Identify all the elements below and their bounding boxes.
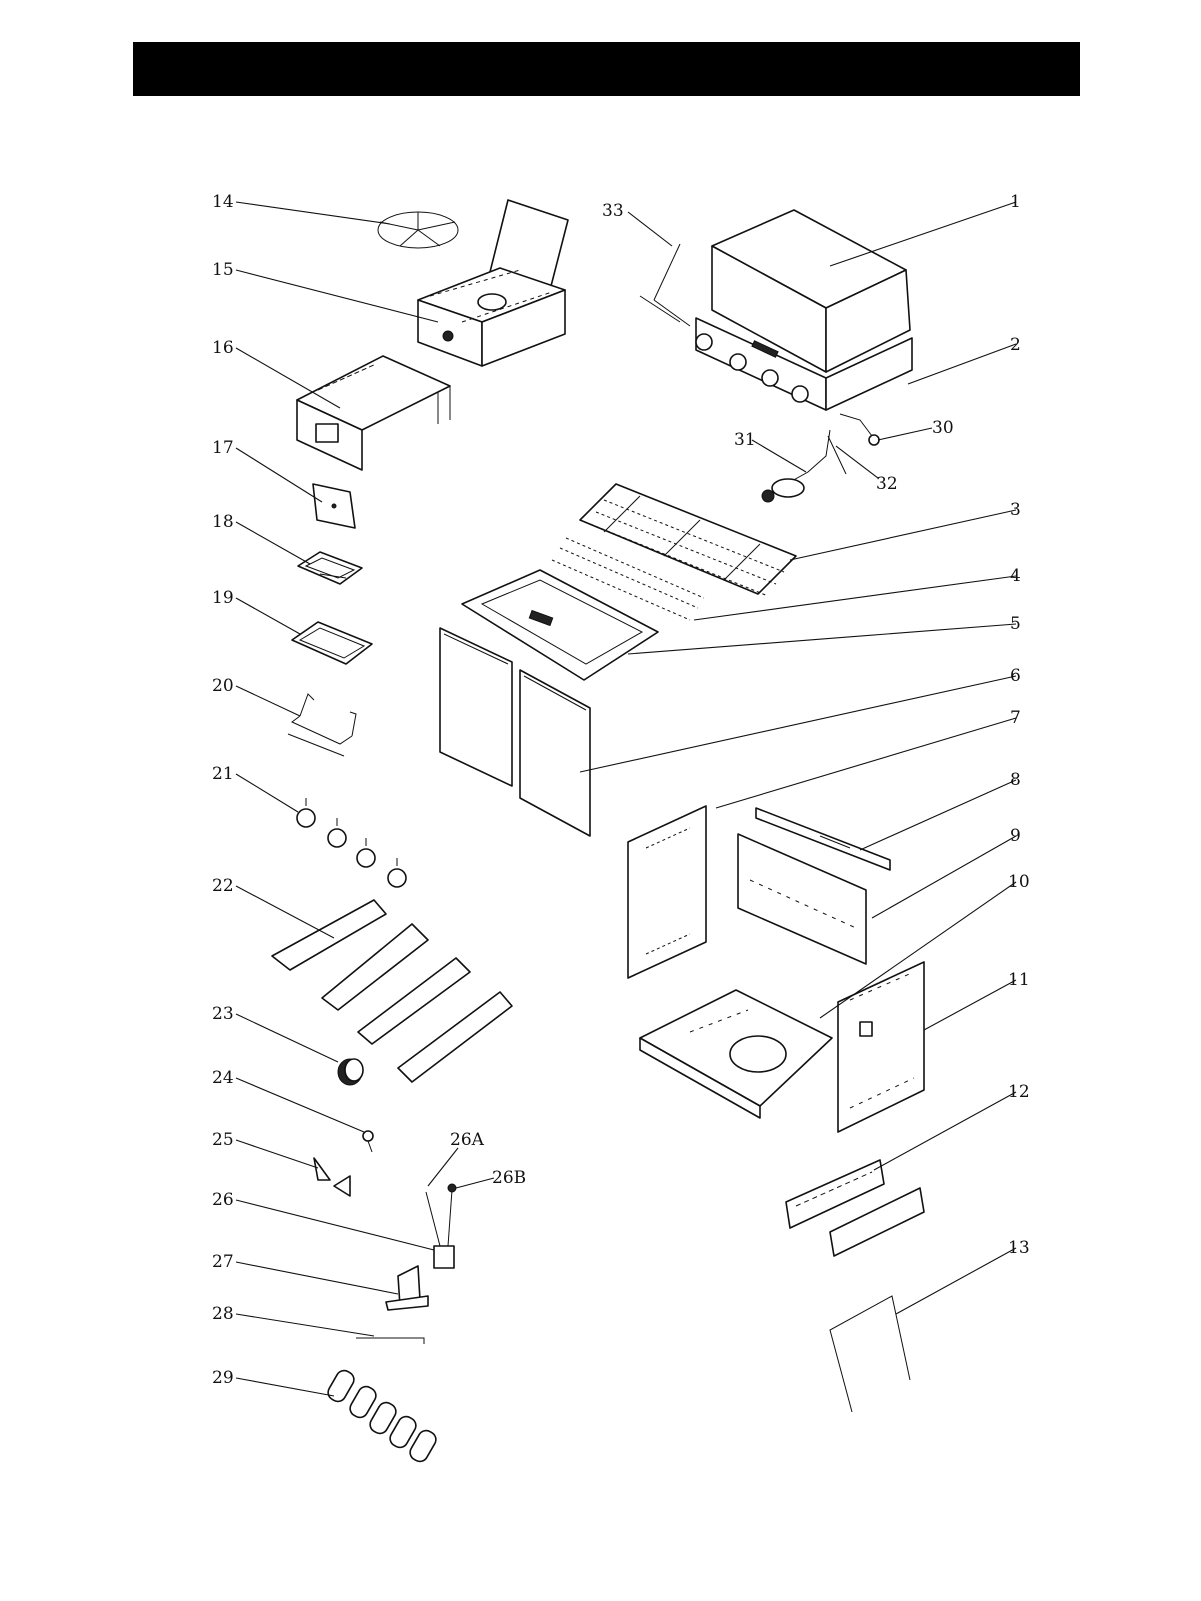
label-2: 2 [1010, 335, 1021, 355]
leader-24 [236, 1078, 364, 1132]
part-3-drawing [580, 484, 796, 596]
label-22: 22 [212, 876, 234, 896]
label-33: 33 [602, 201, 624, 221]
leader-28 [236, 1314, 374, 1336]
part-1-drawing [696, 210, 912, 410]
part-20-drawing [288, 694, 356, 756]
leader-14 [236, 202, 390, 224]
part-14-drawing [378, 212, 458, 248]
leader-6 [580, 676, 1016, 772]
part-11-drawing [838, 962, 924, 1132]
leader-8 [860, 780, 1016, 850]
label-25: 25 [212, 1130, 234, 1150]
label-26B: 26B [492, 1168, 526, 1188]
label-21: 21 [212, 764, 234, 784]
leader-3 [790, 510, 1016, 560]
label-23: 23 [212, 1004, 234, 1024]
part-29-drawing [325, 1368, 439, 1465]
part-27-drawing [386, 1266, 428, 1310]
leader-17 [236, 448, 322, 502]
leader-22 [236, 886, 334, 938]
leader-21 [236, 774, 298, 812]
leader-29 [236, 1378, 334, 1396]
label-28: 28 [212, 1304, 234, 1324]
label-7: 7 [1010, 708, 1021, 728]
label-10: 10 [1008, 872, 1030, 892]
leader-26A [428, 1148, 458, 1186]
part-24-drawing [363, 1131, 373, 1152]
part-23-drawing [338, 1059, 363, 1085]
label-9: 9 [1010, 826, 1021, 846]
part-7-drawing [628, 806, 706, 978]
label-4: 4 [1010, 566, 1021, 586]
leader-11 [924, 980, 1016, 1030]
leader-26B [456, 1178, 494, 1188]
label-24: 24 [212, 1068, 234, 1088]
label-19: 19 [212, 588, 234, 608]
label-18: 18 [212, 512, 234, 532]
leader-16 [236, 348, 340, 408]
part-30-32-drawing [762, 414, 879, 502]
label-17: 17 [212, 438, 234, 458]
leader-5 [628, 624, 1016, 654]
label-16: 16 [212, 338, 234, 358]
part-33-drawing [640, 244, 690, 326]
leader-25 [236, 1140, 318, 1168]
leader-31 [752, 440, 806, 472]
part-12-drawing [786, 1160, 924, 1256]
label-31: 31 [734, 430, 756, 450]
label-11: 11 [1008, 970, 1030, 990]
leader-9 [872, 836, 1016, 918]
part-16-drawing [297, 356, 450, 470]
part-22-drawing [272, 900, 512, 1082]
leader-23 [236, 1014, 338, 1062]
part-28-drawing [356, 1338, 424, 1344]
leader-20 [236, 686, 300, 716]
label-26: 26 [212, 1190, 234, 1210]
leader-27 [236, 1262, 398, 1294]
label-27: 27 [212, 1252, 234, 1272]
part-26-drawing [426, 1184, 456, 1268]
label-8: 8 [1010, 770, 1021, 790]
label-20: 20 [212, 676, 234, 696]
part-17-drawing [313, 484, 355, 528]
leader-18 [236, 522, 310, 564]
label-26A: 26A [450, 1130, 485, 1150]
leader-15 [236, 270, 438, 322]
leader-32 [836, 446, 878, 478]
part-21-drawing [297, 798, 406, 887]
label-32: 32 [876, 474, 898, 494]
leader-2 [908, 344, 1016, 384]
leader-13 [896, 1248, 1016, 1314]
part-25-drawing [314, 1158, 350, 1196]
label-6: 6 [1010, 666, 1021, 686]
label-14: 14 [212, 192, 234, 212]
part-18-drawing [298, 552, 362, 584]
label-5: 5 [1010, 614, 1021, 634]
leader-30 [878, 428, 932, 440]
label-29: 29 [212, 1368, 234, 1388]
leader-7 [716, 718, 1016, 808]
leader-26 [236, 1200, 434, 1250]
leader-1 [830, 202, 1016, 266]
leader-19 [236, 598, 300, 634]
leader-33 [628, 212, 672, 246]
label-1: 1 [1010, 192, 1021, 212]
label-3: 3 [1010, 500, 1021, 520]
part-19-drawing [292, 622, 372, 664]
part-10-drawing [640, 990, 832, 1118]
label-15: 15 [212, 260, 234, 280]
label-13: 13 [1008, 1238, 1030, 1258]
label-12: 12 [1008, 1082, 1030, 1102]
label-30: 30 [932, 418, 954, 438]
